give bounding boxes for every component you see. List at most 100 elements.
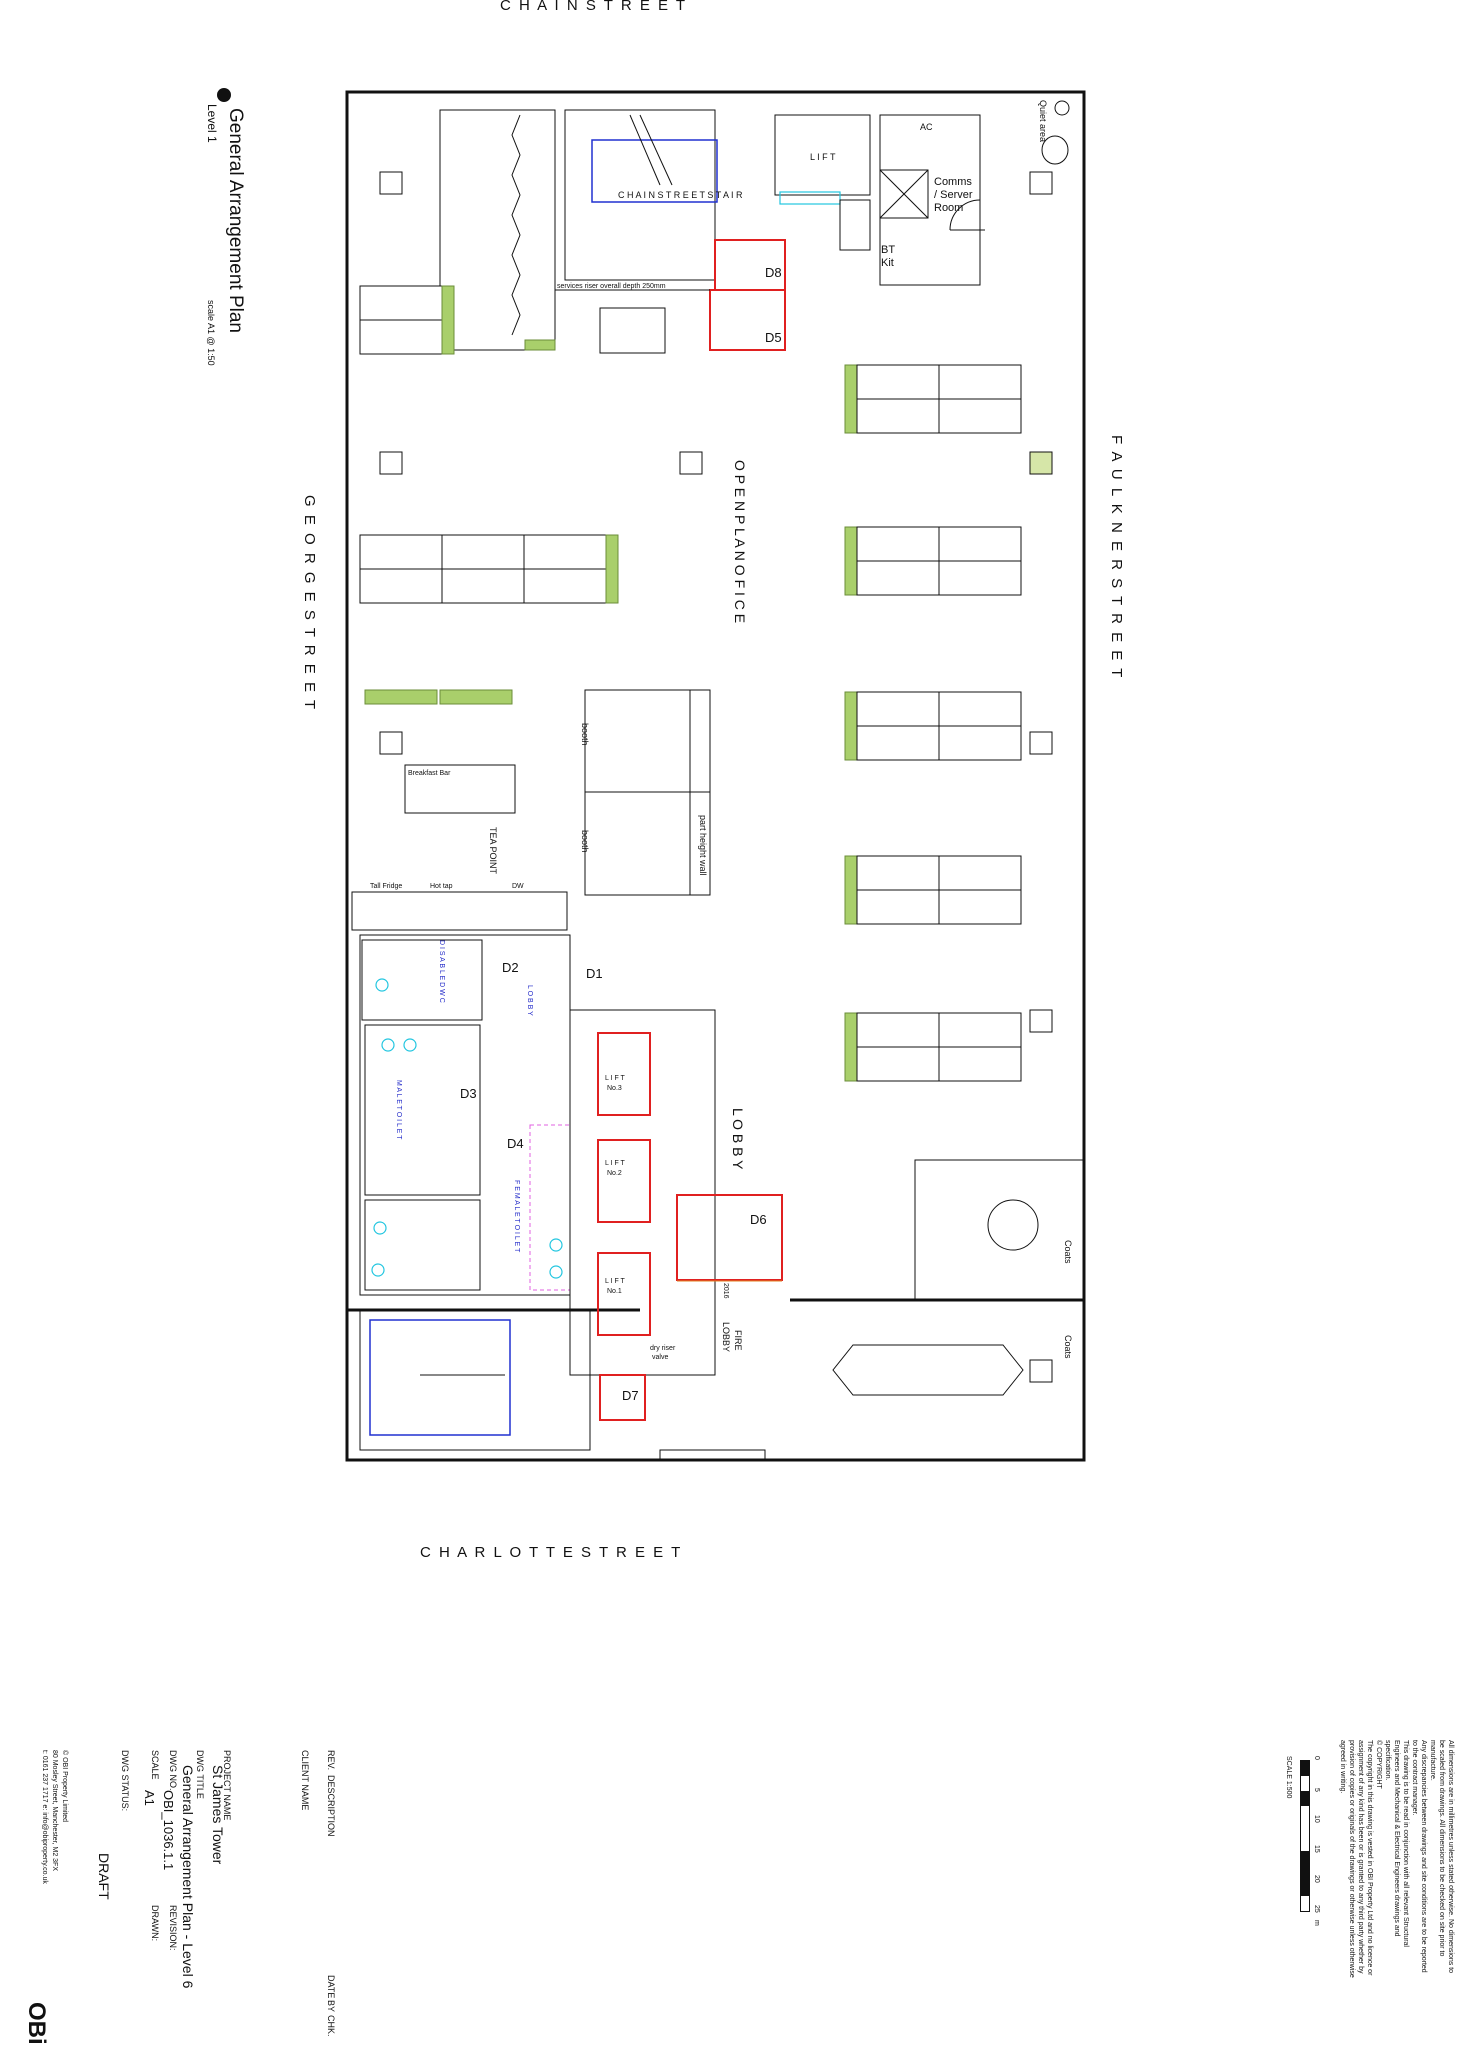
booth-label-1: booth: [580, 723, 590, 746]
scale-value: A1: [142, 1790, 157, 1806]
client-name-label: CLIENT NAME: [300, 1750, 310, 1811]
dry-riser-label-2: valve: [652, 1354, 668, 1361]
breakfast-bar-label: Breakfast Bar: [408, 770, 451, 777]
ac-label: AC: [920, 122, 933, 132]
scale-tick-15: 15: [1313, 1845, 1320, 1853]
quiet-area-label: Quiet area: [1038, 100, 1048, 142]
lobby-label: L O B B Y: [730, 1108, 746, 1170]
services-riser-label: services riser overall depth 250mm: [557, 283, 666, 290]
date-label: DATE: [326, 1975, 336, 1999]
note-line: agreed in writing.: [1339, 1740, 1346, 1794]
note-line: The copyright in this drawing is vested …: [1366, 1740, 1373, 1976]
coats-label-2: Coats: [1063, 1335, 1073, 1359]
door-d4: D4: [507, 1136, 524, 1151]
lift-1-number: No.1: [607, 1288, 622, 1295]
status-value: DRAFT: [96, 1853, 112, 1900]
lower-stair: [359, 1309, 591, 1451]
revision-label: REVISION:: [168, 1905, 178, 1951]
note-line: Engineers and Mechanical & Electrical En…: [1393, 1740, 1400, 1937]
door-d3: D3: [460, 1086, 477, 1101]
plan-scale: scale A1 @ 1:50: [206, 300, 216, 366]
chk-label: CHK.: [326, 2015, 336, 2037]
meeting-rooms: Coats Coats: [790, 1159, 1086, 1396]
top-core: C H A I N S T R E E T S T A I R L I F T …: [439, 100, 1070, 354]
scale-tick-0: 0: [1313, 1756, 1320, 1760]
street-label-right: F A U L K N E R S T R E E T: [1108, 435, 1125, 679]
dimension-label: 2016: [722, 1283, 729, 1299]
general-notes: All dimensions are in millimetres unless…: [1338, 1740, 1455, 2030]
status-label: DWG STATUS:: [120, 1750, 130, 1812]
note-line: © COPYRIGHT: [1375, 1740, 1382, 1789]
dry-riser-label: dry riser: [650, 1345, 676, 1352]
lift-top-label: L I F T: [810, 152, 836, 162]
door-d2: D2: [502, 960, 519, 975]
dwg-no-label: DWG NO.: [168, 1750, 178, 1791]
scale-tick-20: 20: [1313, 1875, 1320, 1883]
coats-label-1: Coats: [1063, 1240, 1073, 1264]
door-d8: D8: [765, 265, 782, 280]
tall-fridge-label: Tall Fridge: [370, 883, 402, 890]
door-d7: D7: [622, 1388, 639, 1403]
note-line: Any discrepancies between drawings and s…: [1420, 1740, 1427, 1973]
street-label-top: C H A I N S T R E E T: [500, 0, 687, 14]
female-toilet-label: F E M A L E T O I L E T: [513, 1180, 520, 1253]
dwg-title: General Arrangement Plan - Level 6: [180, 1765, 196, 1989]
desk-clusters: [359, 285, 1022, 1082]
scale-tick-10: 10: [1313, 1815, 1320, 1823]
comms-label-3: Room: [934, 202, 963, 214]
company-name: © OBI Property Limited: [61, 1750, 68, 1823]
open-plan-office-label: O P E N P L A N O F I C E: [732, 460, 748, 623]
disabled-wc-label: D I S A B L E D W C: [438, 940, 445, 1003]
scale-unit: m: [1313, 1920, 1320, 1926]
dw-label: DW: [512, 883, 524, 890]
note-line: This drawing is to be read in conjunctio…: [1402, 1740, 1409, 1947]
scale-tick-25: 25: [1313, 1905, 1320, 1913]
lift-3-label: L I F T: [605, 1075, 626, 1082]
note-line: All dimensions are in millimetres unless…: [1447, 1740, 1454, 1974]
dwg-title-label: DWG TITLE: [195, 1750, 205, 1799]
note-line: to the contract manager.: [1411, 1740, 1418, 1816]
lift-2-label: L I F T: [605, 1160, 626, 1167]
by-label: BY: [326, 2000, 336, 2013]
note-line: assignment of any kind has been or is gr…: [1357, 1740, 1364, 1974]
comms-label-2: / Server: [934, 189, 973, 201]
obi-logo: OBi: [23, 2002, 50, 2045]
fire-lobby-label: FIRE: [733, 1330, 743, 1351]
drawn-label: DRAWN:: [150, 1905, 160, 1942]
lobby-small-label: L O B B Y: [526, 985, 533, 1016]
title-bullet: [217, 88, 231, 102]
booth-label-2: booth: [580, 830, 590, 853]
part-height-wall-label: part height wall: [698, 815, 708, 876]
door-d5: D5: [765, 330, 782, 345]
street-label-bottom: C H A R L O T T E S T R E E T: [420, 1544, 682, 1561]
male-toilet-label: M A L E T O I L E T: [395, 1080, 402, 1140]
door-d6: D6: [750, 1212, 767, 1227]
lift-lobby: L I F T No.3 L I F T No.2 L I F T No.1 L…: [569, 1009, 783, 1461]
project-name: St James Tower: [210, 1765, 226, 1865]
plan-level: Level 1: [205, 104, 219, 143]
description-label: DESCRIPTION: [326, 1775, 336, 1837]
street-label-left: G E O R G E S T R E E T: [301, 495, 318, 711]
scale-tick-5: 5: [1313, 1788, 1320, 1792]
tea-point-label: TEA POINT: [488, 827, 498, 875]
rev-label: REV.: [326, 1750, 336, 1771]
dwg-no: OBI_1036.1.1: [161, 1790, 176, 1871]
lift-1-label: L I F T: [605, 1278, 626, 1285]
note-line: manufacture.: [1429, 1740, 1436, 1781]
scale-bar: [1300, 1760, 1310, 1912]
bt-kit-label-2: Kit: [881, 257, 894, 269]
lift-2-number: No.2: [607, 1170, 622, 1177]
bt-kit-label: BT: [881, 244, 895, 256]
note-line: provision of copies or originals of the …: [1348, 1740, 1355, 1978]
hot-tap-label: Hot tap: [430, 883, 453, 890]
plan-title: General Arrangement Plan: [225, 108, 246, 333]
fire-lobby-label-2: LOBBY: [721, 1322, 731, 1352]
structural-columns: [379, 171, 1053, 1383]
door-d1: D1: [586, 966, 603, 981]
lift-3-number: No.3: [607, 1085, 622, 1092]
booths-area: booth booth part height wall Breakfast B…: [351, 689, 711, 931]
scale-label: SCALE: [150, 1750, 160, 1780]
comms-label: Comms: [934, 176, 972, 188]
